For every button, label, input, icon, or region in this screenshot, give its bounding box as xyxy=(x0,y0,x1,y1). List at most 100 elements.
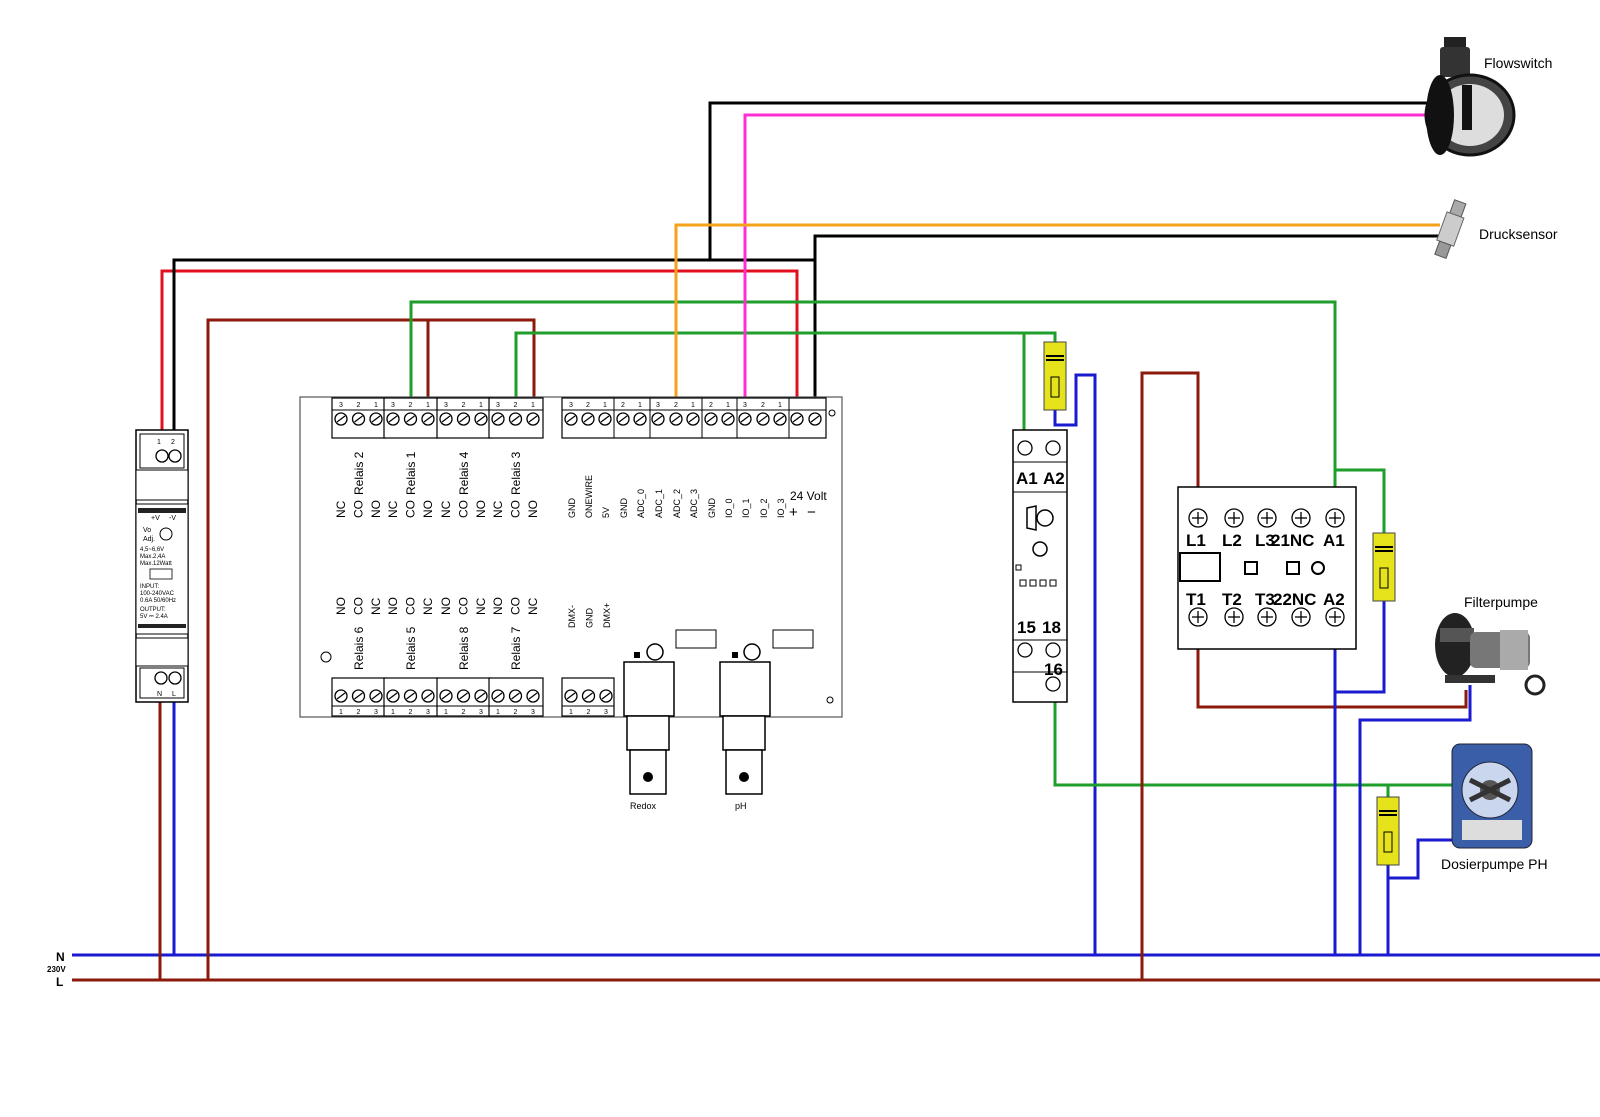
terminal-number: 2 xyxy=(586,402,590,409)
psu-output-title: OUTPUT: xyxy=(140,607,166,613)
psu-input-title: INPUT: xyxy=(140,584,159,590)
power-minus: − xyxy=(807,504,816,521)
relay-pin-label: CO xyxy=(509,500,523,518)
psu-adjust-knob xyxy=(159,527,173,541)
psu-screw-1 xyxy=(155,449,169,463)
relay-pin-label: NO xyxy=(439,597,453,615)
relay-pin-label: NO xyxy=(421,500,435,518)
dmx-pin-label: DMX- xyxy=(567,605,577,628)
snubber-capacitor-module xyxy=(1043,341,1067,411)
probe-ph: pH xyxy=(719,629,814,811)
wire-psu-plus xyxy=(160,269,799,455)
snubber-capacitor-dosing xyxy=(1376,796,1400,866)
relay-pin-label: CO xyxy=(509,597,523,615)
relay-pin-label: NC xyxy=(491,500,505,518)
wire-relay3-module xyxy=(514,331,1057,418)
psu-screw-2 xyxy=(168,449,182,463)
terminal-number: 3 xyxy=(374,709,378,716)
terminal-number: 2 xyxy=(462,709,466,716)
terminal-number: 3 xyxy=(479,709,483,716)
terminal-number: 1 xyxy=(426,402,430,409)
terminal-number: 1 xyxy=(339,709,343,716)
terminal-number: 3 xyxy=(743,402,747,409)
psu-bottom-n: N xyxy=(157,691,162,698)
io-pin-label: ADC_3 xyxy=(689,489,699,518)
terminal-number: 1 xyxy=(726,402,730,409)
module-a1: A1 xyxy=(1016,469,1038,488)
wire-contactor-t1 xyxy=(1196,617,1468,709)
terminal-number: 3 xyxy=(531,709,535,716)
module-screw-15 xyxy=(1017,642,1033,658)
terminal-number: 1 xyxy=(778,402,782,409)
relay-name-label: Relais 3 xyxy=(509,451,523,495)
terminal-number: 2 xyxy=(357,402,361,409)
relay-pin-label: NO xyxy=(474,500,488,518)
dosierpumpe-label: Dosierpumpe PH xyxy=(1441,856,1548,872)
power-supply: 1 2 +V -V Vo Adj. 4,5~6,6V Max.2,4A Max.… xyxy=(135,429,189,703)
terminal-number: 2 xyxy=(357,709,361,716)
module-screw-18 xyxy=(1045,642,1061,658)
flowswitch-label: Flowswitch xyxy=(1484,55,1552,71)
relay-pin-label: NO xyxy=(369,500,383,518)
relay-pin-label: NC xyxy=(526,597,540,615)
psu-terminal-2: 2 xyxy=(171,439,175,446)
wire-psu-minus xyxy=(172,258,817,455)
board-mount-hole xyxy=(828,409,836,417)
terminal-number: 1 xyxy=(374,402,378,409)
relay-pin-label: NO xyxy=(386,597,400,615)
terminal-number: 1 xyxy=(691,402,695,409)
module-15: 15 xyxy=(1017,618,1036,637)
wire-contactor-cap xyxy=(1335,468,1386,535)
terminal-number: 1 xyxy=(496,709,500,716)
filterpumpe-label: Filterpumpe xyxy=(1464,594,1538,610)
wire-flowswitch-io xyxy=(743,113,1445,418)
io-terminal-block: 3GND2ONEWIRE15V2GND1ADC_03ADC_12ADC_21AD… xyxy=(561,397,827,518)
relay-pin-label: CO xyxy=(457,597,471,615)
psu-input-0: 100-240VAC xyxy=(140,591,175,597)
relay-pin-label: NC xyxy=(334,500,348,518)
relay-name-label: Relais 6 xyxy=(352,626,366,670)
mains-voltage-label: 230V xyxy=(47,965,66,974)
drucksensor-label: Drucksensor xyxy=(1479,226,1558,242)
module-a2: A2 xyxy=(1043,469,1065,488)
relay-pin-label: CO xyxy=(404,500,418,518)
terminal-number: 2 xyxy=(587,709,591,716)
contactor-top-label: A1 xyxy=(1323,531,1345,550)
wire-module-a2 xyxy=(1053,373,1097,955)
module-bell-icon xyxy=(1026,505,1037,531)
contactor-bottom-label: T2 xyxy=(1222,590,1242,609)
snubber-capacitor-contactor xyxy=(1372,532,1396,602)
psu-output: 5V ⎓ 2.4A xyxy=(140,614,168,620)
terminal-number: 1 xyxy=(531,402,535,409)
board-mount-hole xyxy=(320,651,332,663)
terminal-number: 1 xyxy=(444,709,448,716)
io-pin-label: IO_0 xyxy=(724,498,734,518)
contactor-bottom-label: T1 xyxy=(1186,590,1206,609)
wire-contactor-cap-n xyxy=(1335,600,1386,694)
relay-pin-label: NC xyxy=(439,500,453,518)
wires xyxy=(72,101,1600,982)
relay-name-label: Relais 1 xyxy=(404,451,418,495)
relay-pin-label: CO xyxy=(352,500,366,518)
power-plus: + xyxy=(789,504,798,521)
wire-filterpump-n xyxy=(1358,685,1472,955)
contactor-bottom-label: A2 xyxy=(1323,590,1345,609)
terminal-number: 2 xyxy=(514,709,518,716)
dmx-pin-label: DMX+ xyxy=(602,603,612,628)
module-screw-a2 xyxy=(1045,440,1061,456)
io-pin-label: IO_2 xyxy=(759,498,769,518)
module-leds xyxy=(1019,579,1057,587)
io-pin-label: ONEWIRE xyxy=(584,475,594,518)
mains-n-label: N xyxy=(56,950,65,964)
psu-bottom-l: L xyxy=(172,691,176,698)
psu-label-minus: -V xyxy=(169,515,176,522)
relay-pin-label: NC xyxy=(474,597,488,615)
wire-contactor-l1 xyxy=(1140,371,1200,980)
power-label: 24 Volt xyxy=(790,489,827,503)
relay-name-label: Relais 4 xyxy=(457,451,471,495)
